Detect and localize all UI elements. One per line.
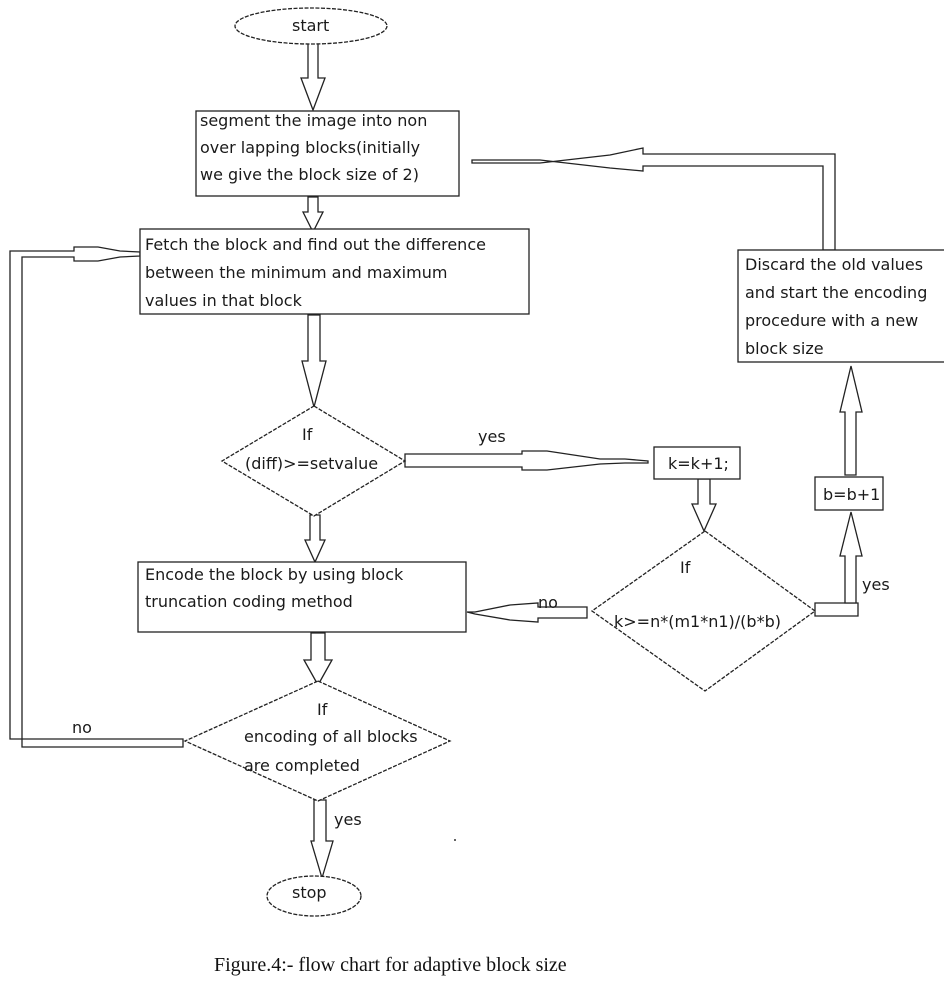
fetch-label-line-1: Fetch the block and find out the differe… [145, 235, 486, 254]
stop-label: stop [292, 883, 327, 902]
decision-done-diamond [183, 680, 452, 802]
segment-label-line-1: segment the image into non [200, 111, 427, 130]
edge-label-no-k: no [538, 593, 558, 612]
discard-process-box [737, 249, 944, 363]
arrow-decision-diff-to-encode [303, 514, 327, 564]
segment-label-line-3: we give the block size of 2) [200, 165, 419, 184]
decision-diff-label-if: If [302, 425, 313, 444]
increment-k-box [653, 446, 741, 480]
edge-label-yes-done: yes [334, 810, 362, 829]
start-terminator [234, 7, 388, 45]
arrow-k-to-decision-k [690, 478, 718, 533]
increment-b-box [814, 476, 884, 511]
decision-diff-label-cond: (diff)>=setvalue [245, 454, 378, 473]
encode-label-line-2: truncation coding method [145, 592, 353, 611]
decision-done-label-line-2: encoding of all blocks [244, 727, 418, 746]
arrow-decision-done-to-stop [310, 799, 334, 881]
decision-k-diamond [590, 530, 817, 692]
arrow-discard-to-segment [471, 147, 836, 251]
discard-label-line-3: procedure with a new [745, 311, 918, 330]
arrow-decision-k-to-b [814, 602, 859, 617]
encode-process-box [137, 561, 467, 633]
arrow-decision-k-to-encode [466, 602, 588, 623]
decision-k-label-cond: k>=n*(m1*n1)/(b*b) [614, 612, 781, 631]
segment-process-box [195, 110, 460, 197]
arrow-decision-diff-to-k [404, 450, 649, 471]
fetch-label-line-2: between the minimum and maximum [145, 263, 447, 282]
edge-label-yes-diff: yes [478, 427, 506, 446]
decision-k-label-if: If [680, 558, 691, 577]
discard-label-line-2: and start the encoding [745, 283, 927, 302]
edge-label-no-done: no [72, 718, 92, 737]
fetch-label-line-3: values in that block [145, 291, 303, 310]
fetch-process-box [139, 228, 530, 315]
segment-label-line-2: over lapping blocks(initially [200, 138, 420, 157]
decision-done-label-line-3: are completed [244, 756, 360, 775]
arrow-encode-to-decision-done [302, 632, 334, 687]
arrow-fetch-to-decision-diff [301, 314, 327, 410]
stop-terminator [266, 875, 362, 917]
discard-label-line-1: Discard the old values [745, 255, 923, 274]
figure-caption: Figure.4:- flow chart for adaptive block… [214, 954, 567, 976]
discard-label-line-4: block size [745, 339, 824, 358]
arrow-start-to-segment [300, 42, 326, 112]
stray-dot [454, 839, 456, 841]
decision-diff-diamond [220, 405, 407, 517]
arrow-decision-done-to-fetch [9, 246, 184, 748]
increment-b-label: b=b+1 [823, 485, 880, 504]
encode-label-line-1: Encode the block by using block [145, 565, 404, 584]
arrow-b-to-discard [839, 365, 863, 476]
arrow-segment-to-fetch [301, 196, 325, 234]
increment-k-label: k=k+1; [668, 454, 729, 473]
edge-label-yes-k: yes [862, 575, 890, 594]
start-label: start [292, 16, 329, 35]
decision-done-label-if: If [317, 700, 328, 719]
arrow-up-to-b [839, 511, 863, 604]
